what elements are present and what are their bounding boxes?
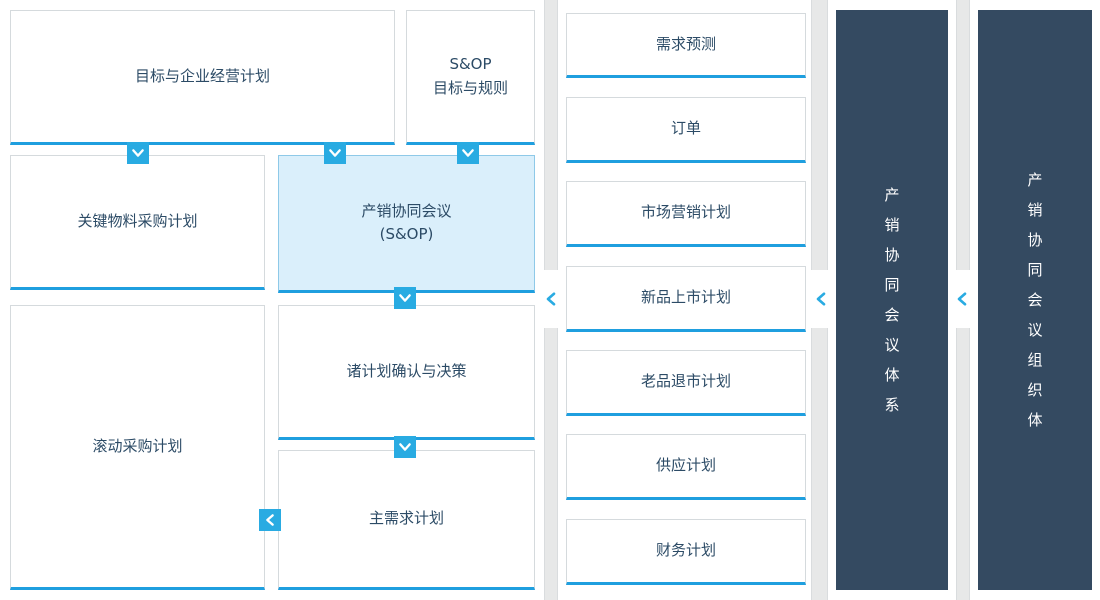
panel-sop-meeting-system: 产销协同会议体系 <box>836 10 948 590</box>
gap-chevron-left-icon <box>951 270 973 328</box>
list-item-label: 需求预测 <box>655 34 716 53</box>
list-item-supply-plan: 供应计划 <box>566 434 806 500</box>
list-item-demand-forecast: 需求预测 <box>566 13 806 78</box>
chevron-down-icon <box>324 142 346 164</box>
goals-box: 目标与企业经营计划 <box>10 10 395 145</box>
chevron-down-icon <box>394 436 416 458</box>
list-item-label: 新品上市计划 <box>640 288 731 307</box>
key-material-box: 关键物料采购计划 <box>10 155 265 290</box>
plan-decision-label: 诸计划确认与决策 <box>346 361 467 380</box>
key-material-label: 关键物料采购计划 <box>77 211 198 230</box>
chevron-left-icon <box>259 509 281 531</box>
sop-rules-line2: 目标与规则 <box>432 78 508 97</box>
chevron-down-icon <box>457 142 479 164</box>
panel-sop-meeting-organization-label: 产销协同会议组织体 <box>1027 171 1043 429</box>
list-item-orders: 订单 <box>566 97 806 163</box>
chevron-down-icon <box>127 142 149 164</box>
chevron-down-icon <box>394 287 416 309</box>
list-item-old-product-exit: 老品退市计划 <box>566 350 806 416</box>
list-item-label: 市场营销计划 <box>640 203 731 222</box>
list-item-new-product-launch: 新品上市计划 <box>566 266 806 332</box>
gap-chevron-left-icon <box>540 270 562 328</box>
list-item-label: 供应计划 <box>655 456 716 475</box>
rolling-purchase-box: 滚动采购计划 <box>10 305 265 590</box>
list-item-marketing-plan: 市场营销计划 <box>566 181 806 247</box>
goals-box-label: 目标与企业经营计划 <box>134 66 270 85</box>
master-demand-box: 主需求计划 <box>278 450 535 590</box>
list-item-label: 财务计划 <box>655 541 716 560</box>
list-item-label: 订单 <box>670 119 701 138</box>
sop-meeting-line2: (S&OP) <box>379 225 434 243</box>
plan-decision-box: 诸计划确认与决策 <box>278 305 535 440</box>
rolling-purchase-label: 滚动采购计划 <box>92 436 183 455</box>
list-item-label: 老品退市计划 <box>640 372 731 391</box>
list-item-finance-plan: 财务计划 <box>566 519 806 585</box>
panel-sop-meeting-system-label: 产销协同会议体系 <box>884 186 900 414</box>
sop-rules-box: S&OP 目标与规则 <box>406 10 535 145</box>
panel-sop-meeting-organization: 产销协同会议组织体 <box>978 10 1092 590</box>
sop-meeting-box: 产销协同会议 (S&OP) <box>278 155 535 293</box>
sop-rules-line1: S&OP <box>449 55 492 74</box>
gap-chevron-left-icon <box>810 270 832 328</box>
master-demand-label: 主需求计划 <box>368 509 444 528</box>
sop-meeting-line1: 产销协同会议 <box>361 201 452 220</box>
